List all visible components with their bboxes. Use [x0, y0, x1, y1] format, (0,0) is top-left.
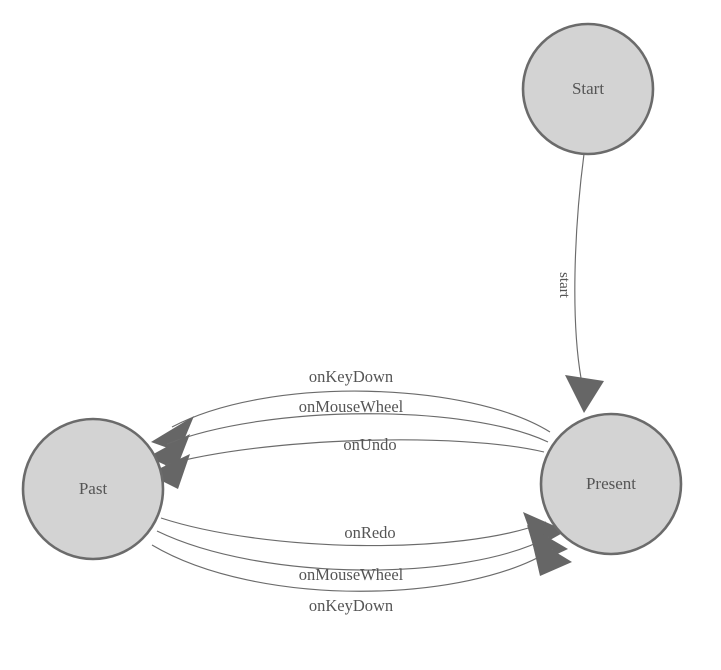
- node-start-circle: [521, 22, 655, 156]
- node-start[interactable]: Start: [521, 22, 655, 156]
- edge-path-redo-keydown: [151, 544, 554, 592]
- edge-path-redo: [160, 517, 547, 547]
- edge-path-undo-wheel: [166, 413, 549, 445]
- node-present[interactable]: Present: [539, 412, 683, 556]
- edge-label-redo-mousewheel: onMouseWheel: [299, 565, 404, 584]
- edge-start-to-present[interactable]: [565, 153, 604, 413]
- edge-present-to-past-undo[interactable]: [148, 439, 545, 489]
- edge-past-to-present-keydown[interactable]: [151, 537, 572, 592]
- arrowhead-undo: [148, 454, 190, 489]
- node-present-label: Present: [586, 474, 636, 493]
- edge-label-undo-mousewheel: onMouseWheel: [299, 397, 404, 416]
- edge-path-redo-wheel: [156, 530, 550, 571]
- node-past[interactable]: Past: [21, 417, 165, 561]
- edge-path-undo: [164, 439, 545, 466]
- edge-present-to-past-keydown[interactable]: [151, 390, 551, 452]
- edge-path-start: [574, 153, 585, 379]
- node-start-label: Start: [572, 79, 604, 98]
- edge-label-redo: onRedo: [344, 523, 395, 542]
- edge-path-undo-keydown: [171, 390, 551, 433]
- node-past-circle: [21, 417, 165, 561]
- arrowhead-start: [565, 375, 604, 413]
- arrowhead-undo-keydown: [151, 416, 194, 452]
- node-past-label: Past: [79, 479, 108, 498]
- edge-label-redo-keydown: onKeyDown: [309, 596, 393, 615]
- edge-label-undo: onUndo: [343, 435, 396, 454]
- edge-label-start: start: [556, 272, 572, 299]
- node-present-circle: [539, 412, 683, 556]
- edge-label-undo-keydown: onKeyDown: [309, 367, 393, 386]
- arrowhead-redo-keydown: [531, 537, 572, 576]
